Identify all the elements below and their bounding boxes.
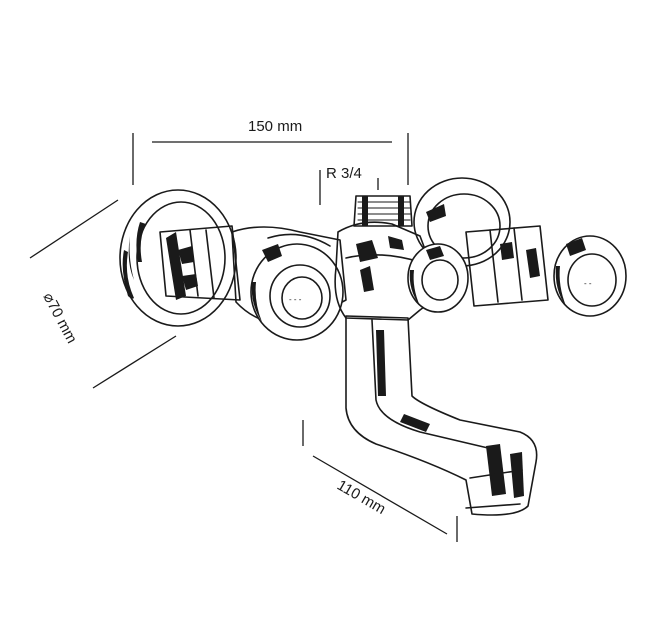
left-wall-flange xyxy=(119,189,237,327)
dimension-spout: 110 mm xyxy=(302,420,458,542)
left-knob: - - - xyxy=(250,243,344,341)
left-knob-marking: - - - xyxy=(289,295,302,304)
left-connector xyxy=(159,225,241,301)
extension-line-diameter-bottom xyxy=(92,335,177,389)
right-knob: - - xyxy=(553,235,627,317)
extension-line-diameter-top xyxy=(29,199,119,259)
spout xyxy=(345,315,538,516)
thread-dimension-label: R 3/4 xyxy=(326,165,362,182)
width-dimension-label: 150 mm xyxy=(248,118,302,135)
dimension-line-spout xyxy=(312,455,448,535)
left-handle-body xyxy=(231,226,347,326)
right-connector xyxy=(465,225,549,307)
spout-dimension-label: 110 mm xyxy=(334,477,388,518)
dimension-thread: R 3/4 xyxy=(319,165,379,205)
top-thread-inlet xyxy=(353,195,413,227)
dimension-diameter: ⌀70 mm xyxy=(29,199,177,389)
diverter-knob xyxy=(407,243,469,313)
right-knob-marking: - - xyxy=(584,279,592,288)
dimension-width: 150 mm xyxy=(132,118,409,185)
diameter-dimension-label: ⌀70 mm xyxy=(39,290,80,346)
faucet-illustration: - - - xyxy=(119,177,627,516)
